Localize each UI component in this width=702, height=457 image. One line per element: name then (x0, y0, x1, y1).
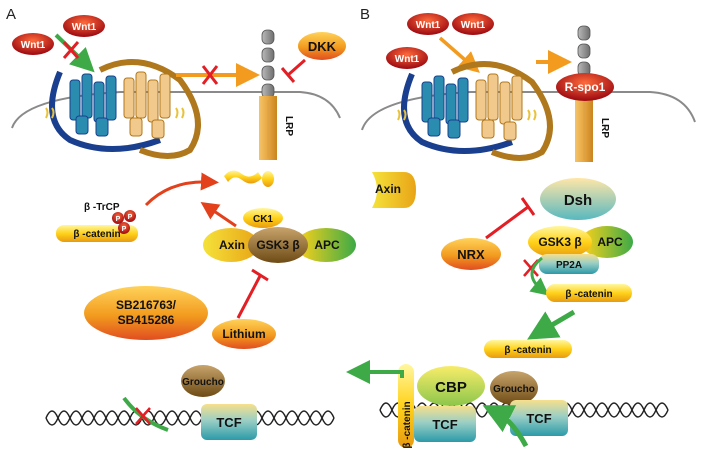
svg-text:Wnt1: Wnt1 (72, 22, 97, 33)
svg-text:Dsh: Dsh (564, 192, 592, 209)
tcf-a: TCF (201, 404, 257, 440)
svg-text:Axin: Axin (375, 182, 401, 196)
panel-b-letter: B (360, 6, 370, 23)
svg-text:Groucho: Groucho (493, 384, 535, 395)
degraded-fragments (224, 170, 274, 187)
cbp: CBP (417, 366, 485, 406)
svg-text:β -catenin: β -catenin (73, 229, 120, 240)
phosphate-tag: P (112, 212, 124, 224)
beta-catenin-nuclear: β -catenin (484, 340, 572, 358)
lrp-label-a: LRP (283, 116, 294, 136)
phosphate-tag: P (118, 222, 130, 234)
svg-text:DKK: DKK (308, 39, 337, 54)
svg-text:GSK3 β: GSK3 β (538, 235, 581, 249)
svg-text:PP2A: PP2A (556, 260, 582, 271)
tcf-b-right: TCF (510, 400, 568, 436)
beta-catenin-phosphorylated: β -catenin P P P (56, 210, 138, 242)
lrp-coreceptor-a: LRP (259, 29, 294, 160)
svg-text:TCF: TCF (432, 417, 457, 432)
svg-text:Wnt1: Wnt1 (21, 40, 46, 51)
frizzled-receptor-a (45, 59, 201, 159)
svg-text:NRX: NRX (457, 247, 485, 262)
dna-helix-a (45, 410, 335, 426)
wnt1-ligand-b1: Wnt1 (407, 13, 449, 35)
btrcp-label: β -TrCP (84, 202, 120, 213)
degradation-arrow (200, 201, 237, 228)
stabilization-arrow (529, 256, 550, 296)
svg-text:APC: APC (314, 238, 340, 252)
panel-a-letter: A (6, 6, 16, 23)
wnt1-ligand-a2: Wnt1 (63, 15, 105, 37)
wnt-binding-arrow (438, 36, 480, 73)
svg-text:TCF: TCF (216, 415, 241, 430)
tcf-b-left: TCF (414, 406, 476, 442)
r-spo1: R-spo1 (556, 73, 614, 101)
svg-text:APC: APC (597, 235, 623, 249)
nrx: NRX (441, 238, 501, 270)
axin-b: Axin (372, 172, 416, 208)
block-x-icon (201, 65, 219, 85)
lrp-coreceptor-b: LRP (575, 25, 610, 162)
wnt1-ligand-a1: Wnt1 (12, 33, 54, 55)
gsk3-inhibition-line (236, 268, 269, 319)
svg-text:GSK3 β: GSK3 β (256, 238, 299, 252)
block-x-icon (62, 41, 80, 59)
svg-text:β -catenin: β -catenin (402, 401, 413, 448)
frizzled-receptor-b (397, 61, 553, 161)
wnt1-ligand-b2: Wnt1 (452, 13, 494, 35)
beta-catenin-cytoplasmic: β -catenin (546, 284, 632, 302)
svg-text:R-spo1: R-spo1 (565, 80, 606, 94)
beta-catenin-vertical: β -catenin (398, 364, 414, 449)
wnt1-ligand-b3: Wnt1 (386, 47, 428, 69)
groucho-displacement-arrow (482, 405, 529, 448)
destruction-complex-b: GSK3 β APC PP2A (528, 226, 633, 274)
svg-text:Groucho: Groucho (182, 377, 224, 388)
groucho-a: Groucho (181, 365, 225, 397)
svg-text:β -catenin: β -catenin (504, 345, 551, 356)
svg-text:TCF: TCF (526, 411, 551, 426)
svg-text:Axin: Axin (219, 238, 245, 252)
dsh: Dsh (540, 178, 616, 220)
svg-text:SB415286: SB415286 (118, 313, 175, 327)
dkk-inhibition-line (280, 58, 306, 83)
btrcp-arrow (144, 172, 219, 207)
dkk-inhibitor: DKK (298, 32, 346, 60)
svg-text:Lithium: Lithium (222, 327, 265, 341)
svg-text:P: P (128, 214, 133, 221)
svg-text:Wnt1: Wnt1 (416, 20, 441, 31)
sb-inhibitor: SB216763/ SB415286 (84, 286, 208, 340)
nuclear-translocation-arrow (527, 309, 576, 340)
groucho-b: Groucho (490, 371, 538, 405)
lrp-label-b: LRP (599, 118, 610, 138)
svg-text:P: P (122, 226, 127, 233)
block-x-icon (135, 407, 151, 425)
phosphate-tag: P (124, 210, 136, 222)
dsh-inhibition-line (485, 197, 536, 240)
svg-text:Wnt1: Wnt1 (395, 54, 420, 65)
lithium-inhibitor: Lithium (212, 319, 276, 349)
svg-text:Wnt1: Wnt1 (461, 20, 486, 31)
svg-text:P: P (116, 216, 121, 223)
svg-text:CBP: CBP (435, 379, 467, 396)
svg-text:CK1: CK1 (253, 214, 273, 225)
transcription-start-arrow (346, 360, 404, 384)
destruction-complex-a: CK1 Axin GSK3 β APC (203, 208, 356, 263)
svg-text:β -catenin: β -catenin (565, 289, 612, 300)
svg-text:SB216763/: SB216763/ (116, 298, 177, 312)
